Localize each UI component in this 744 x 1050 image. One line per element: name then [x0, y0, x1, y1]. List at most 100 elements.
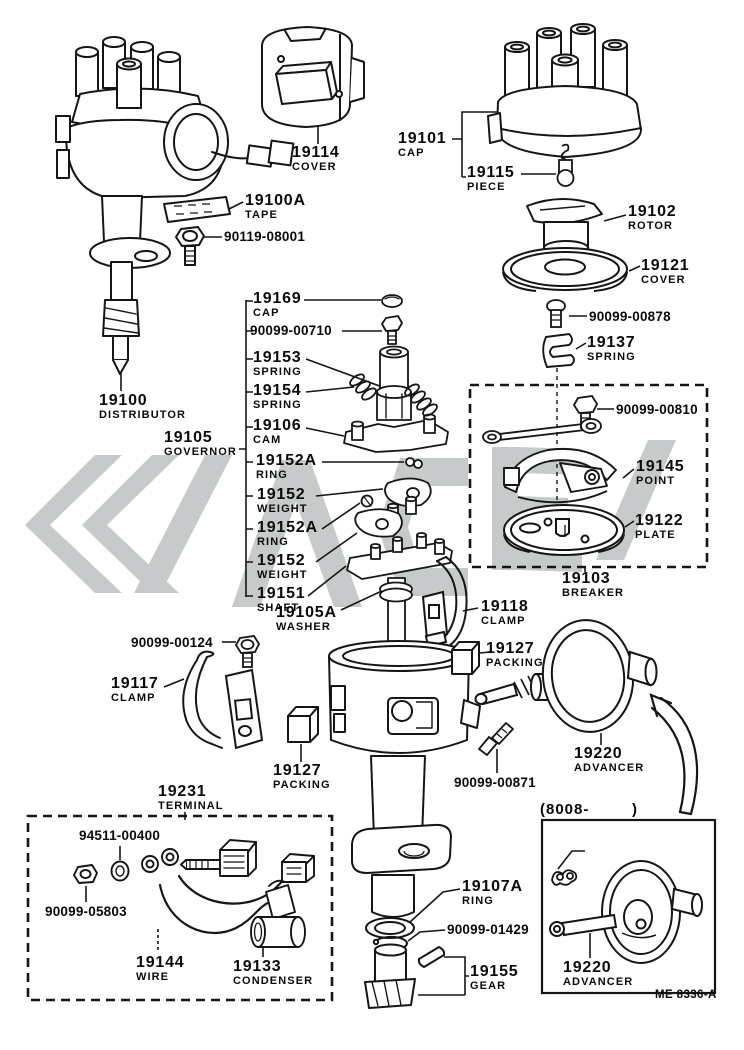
part-code: 90099-00124: [131, 635, 213, 650]
part-name: DISTRIBUTOR: [99, 408, 187, 421]
part-code: 19118: [481, 598, 529, 615]
part-code: 19101: [398, 130, 447, 147]
part-name: CLAMP: [111, 691, 156, 704]
part-name: COVER: [292, 160, 337, 173]
part-code: 19153: [253, 349, 302, 366]
part-label-94511-00400: 94511-00400: [79, 828, 160, 843]
screw-00871-drawing: [478, 722, 514, 756]
part-name: ADVANCER: [563, 975, 634, 988]
sheet-code: ME 8336-A: [655, 989, 717, 1001]
part-name: RING: [256, 468, 288, 481]
part-label-90099-00810: 90099-00810: [616, 402, 698, 417]
part-name: ADVANCER: [574, 761, 645, 774]
part-name: COVER: [641, 273, 686, 286]
part-code: 19127: [486, 640, 535, 657]
part-label-90119-08001: 90119-08001: [224, 229, 306, 244]
part-code: 19155: [470, 963, 519, 980]
clamp-19118-drawing: [421, 556, 468, 649]
part-label-90099-00710: 90099-00710: [250, 323, 332, 338]
part-code: 19169: [253, 290, 302, 307]
suffix-8008-box: [540, 818, 717, 995]
part-code: 19133: [233, 958, 282, 975]
screw-00878-drawing: [546, 299, 566, 328]
part-name: SPRING: [253, 398, 302, 411]
piece-19115-drawing: [556, 143, 575, 187]
part-name: PACKING: [273, 778, 331, 791]
part-code: 19114: [292, 144, 340, 161]
part-code: 19127: [273, 762, 322, 779]
part-code: 19144: [136, 954, 185, 971]
part-label-90099-01429: 90099-01429: [447, 922, 529, 937]
part-label-90099-05803: 90099-05803: [45, 904, 127, 919]
part-name: CONDENSER: [233, 974, 314, 987]
suffix-range-close: ): [632, 801, 638, 818]
part-code: 90119-08001: [224, 229, 306, 244]
part-code: 19220: [563, 959, 612, 976]
part-name: CAP: [398, 146, 425, 159]
part-code: 19152: [257, 552, 306, 569]
suffix-range-open: (8008-: [540, 801, 590, 818]
clamp-19117-drawing: [182, 650, 264, 750]
part-name: SPRING: [253, 365, 302, 378]
cover-19114-drawing: [261, 26, 365, 128]
bolt-00124-drawing: [234, 635, 261, 668]
part-code: 90099-00810: [616, 402, 698, 417]
part-code: 90099-00878: [589, 309, 671, 324]
part-name: BREAKER: [562, 586, 625, 599]
part-name: SHAFT: [257, 601, 300, 614]
part-name: CAP: [253, 306, 280, 319]
part-code: 90099-00710: [250, 323, 332, 338]
part-name: SPRING: [587, 350, 636, 363]
housing-drawing: [328, 640, 481, 874]
part-code: 19137: [587, 334, 636, 351]
part-code: 19145: [636, 458, 685, 475]
part-code: 19105: [164, 429, 213, 446]
governor-parts-drawing: [343, 294, 453, 647]
part-code: 19106: [253, 417, 302, 434]
breaker-lead-wire-drawing: [482, 418, 602, 444]
shaft-bottom-drawing: [364, 874, 446, 1009]
part-code: 19107A: [462, 878, 523, 895]
part-name: GOVERNOR: [164, 445, 237, 458]
advancer-19220-bottom-drawing: [549, 860, 703, 964]
part-name: WEIGHT: [257, 502, 308, 515]
part-code: 19220: [574, 745, 623, 762]
rotor-19102-drawing: [526, 197, 603, 256]
part-code: 19154: [253, 382, 302, 399]
part-name: POINT: [636, 474, 676, 487]
part-name: ROTOR: [628, 219, 674, 232]
part-name: GEAR: [470, 979, 507, 992]
part-code: 19151: [257, 585, 306, 602]
packing-19127-left-drawing: [287, 706, 319, 743]
cap-19101-drawing: [487, 23, 642, 158]
part-name: WIRE: [136, 970, 170, 983]
clip-07109-drawing: [551, 869, 578, 886]
distributor-assembly-drawing: [55, 36, 295, 375]
part-name: RING: [462, 894, 494, 907]
terminal-kit-drawing: [73, 839, 315, 948]
part-code: 19231: [158, 783, 207, 800]
part-name: RING: [257, 535, 289, 548]
part-code: 90099-01429: [447, 922, 529, 937]
leader-lines: [85, 111, 641, 996]
